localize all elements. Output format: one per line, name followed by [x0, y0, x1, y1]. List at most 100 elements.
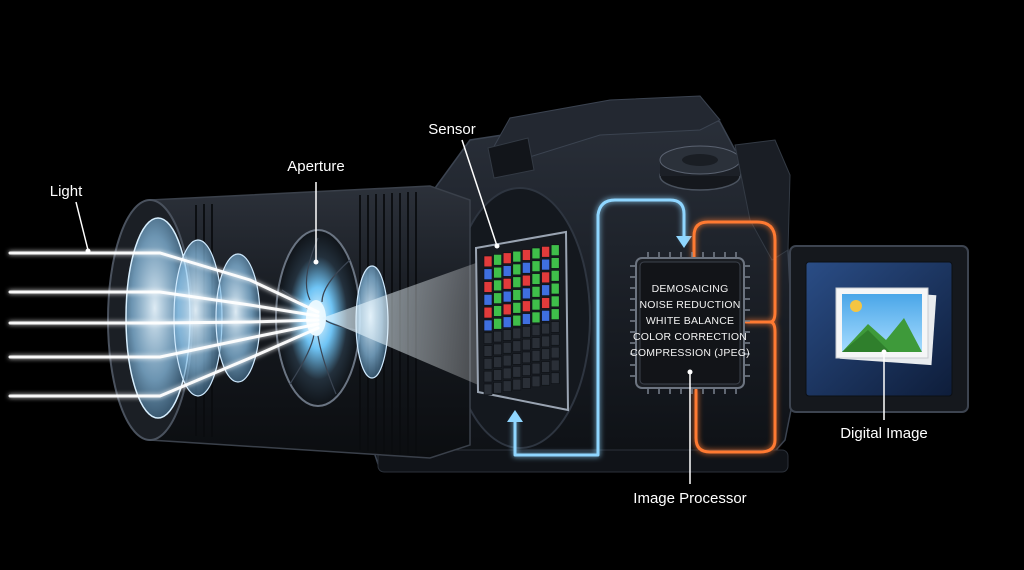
- sensor-pixel: [550, 282, 560, 295]
- sensor-pixel: [493, 382, 502, 394]
- sensor-pixel: [522, 274, 531, 287]
- label-digital-image: Digital Image: [840, 425, 928, 442]
- sensor-pixel: [502, 329, 512, 341]
- flow-line-blue: [513, 198, 686, 457]
- sensor-pixel: [483, 370, 493, 383]
- sensor-pixel: [502, 380, 512, 392]
- sensor-pixel: [522, 338, 531, 351]
- landscape-photo-icon: [835, 287, 937, 366]
- sensor-pixel: [550, 334, 560, 346]
- sensor-pixel: [531, 337, 541, 349]
- sensor-pixel: [483, 332, 493, 344]
- sensor-pixel: [483, 358, 493, 370]
- sensor-pixel: [522, 364, 531, 376]
- leader-dot-digital: [881, 349, 887, 355]
- light-cone: [322, 258, 490, 390]
- sensor-pixel: [550, 295, 560, 308]
- sensor-pixel: [502, 265, 512, 277]
- label-image-processor: Image Processor: [633, 490, 746, 507]
- leader-dot-light: [85, 248, 91, 254]
- sensor-pixel: [531, 375, 541, 388]
- sensor-pixel: [531, 350, 541, 362]
- sensor-pixel: [541, 310, 550, 322]
- sensor-pixel: [522, 287, 531, 300]
- sensor-pixel: [550, 257, 560, 269]
- light-rays: [8, 251, 320, 398]
- lens-element-3: [215, 253, 261, 383]
- sensor-pixel: [512, 327, 522, 340]
- sensor-pixel: [531, 260, 541, 272]
- sensor-pixel: [541, 271, 550, 284]
- sensor-pixel: [493, 292, 502, 304]
- sensor-pixel: [522, 300, 531, 312]
- flow-arrow-down: [676, 236, 692, 248]
- flow-line-orange: [692, 220, 777, 454]
- sensor-pixel: [522, 351, 531, 364]
- sensor-pixel: [541, 348, 550, 360]
- sensor-pixel: [483, 319, 493, 332]
- sensor-pixel: [493, 369, 502, 381]
- sensor-pixel: [483, 281, 493, 293]
- sensor-pixel: [502, 252, 512, 264]
- sensor-pixel: [493, 305, 502, 317]
- sensor-pixel: [512, 276, 522, 288]
- sensor-pixel: [493, 266, 502, 279]
- sensor-pixel: [483, 345, 493, 357]
- sensor-pixel: [550, 270, 560, 282]
- sensor-pixel: [512, 289, 522, 301]
- sensor-pixel: [502, 342, 512, 354]
- sensor-pixel: [483, 294, 493, 306]
- sensor-pixel: [550, 359, 560, 372]
- sensor-pixel: [522, 249, 531, 261]
- sensor-pixel: [531, 324, 541, 336]
- sensor-pixel: [531, 286, 541, 298]
- sensor-pixel: [550, 244, 560, 256]
- sensor-pixel: [512, 378, 522, 391]
- sensor-pixel: [541, 361, 550, 373]
- image-sensor: [474, 230, 570, 412]
- sensor-pixel: [541, 284, 550, 296]
- leader-dot-processor: [687, 369, 693, 375]
- sensor-pixel: [531, 298, 541, 311]
- sensor-pixel: [531, 273, 541, 285]
- sensor-pixel: [541, 374, 550, 386]
- processor-step-3: COLOR CORRECTION: [633, 331, 747, 343]
- sensor-pixel: [541, 258, 550, 271]
- sensor-pixel: [493, 279, 502, 292]
- leader-dot-sensor: [494, 243, 500, 249]
- sensor-pixel: [522, 326, 531, 338]
- label-sensor: Sensor: [428, 121, 476, 138]
- sensor-pixel: [493, 254, 502, 266]
- sensor-pixel: [493, 356, 502, 368]
- bayer-grid: [483, 244, 560, 396]
- leader-light: [75, 201, 89, 251]
- sensor-pixel: [493, 318, 502, 330]
- sensor-pixel: [512, 263, 522, 276]
- lens-elements: [125, 217, 389, 419]
- sensor-pixel: [512, 250, 522, 263]
- sensor-pixel: [541, 322, 550, 335]
- leader-dot-aperture: [313, 259, 319, 265]
- sensor-pixel: [522, 262, 531, 274]
- sensor-pixel: [502, 290, 512, 303]
- label-light: Light: [50, 183, 83, 200]
- sensor-pixel: [483, 383, 493, 396]
- sensor-pixel: [483, 268, 493, 280]
- sensor-pixel: [512, 314, 522, 327]
- sensor-pixel: [512, 353, 522, 365]
- sensor-pixel: [502, 278, 512, 290]
- sensor-pixel: [502, 354, 512, 367]
- sensor-pixel: [502, 316, 512, 328]
- sensor-pixel: [531, 311, 541, 324]
- sensor-pixel: [522, 313, 531, 325]
- sensor-pixel: [502, 303, 512, 316]
- sensor-pixel: [512, 366, 522, 378]
- sensor-pixel: [493, 330, 502, 343]
- processor-step-0: DEMOSAICING: [652, 283, 729, 295]
- flow-arrow-up: [507, 410, 523, 422]
- leader-sensor: [461, 139, 498, 247]
- sensor-pixel: [550, 346, 560, 359]
- sensor-pixel: [541, 246, 550, 258]
